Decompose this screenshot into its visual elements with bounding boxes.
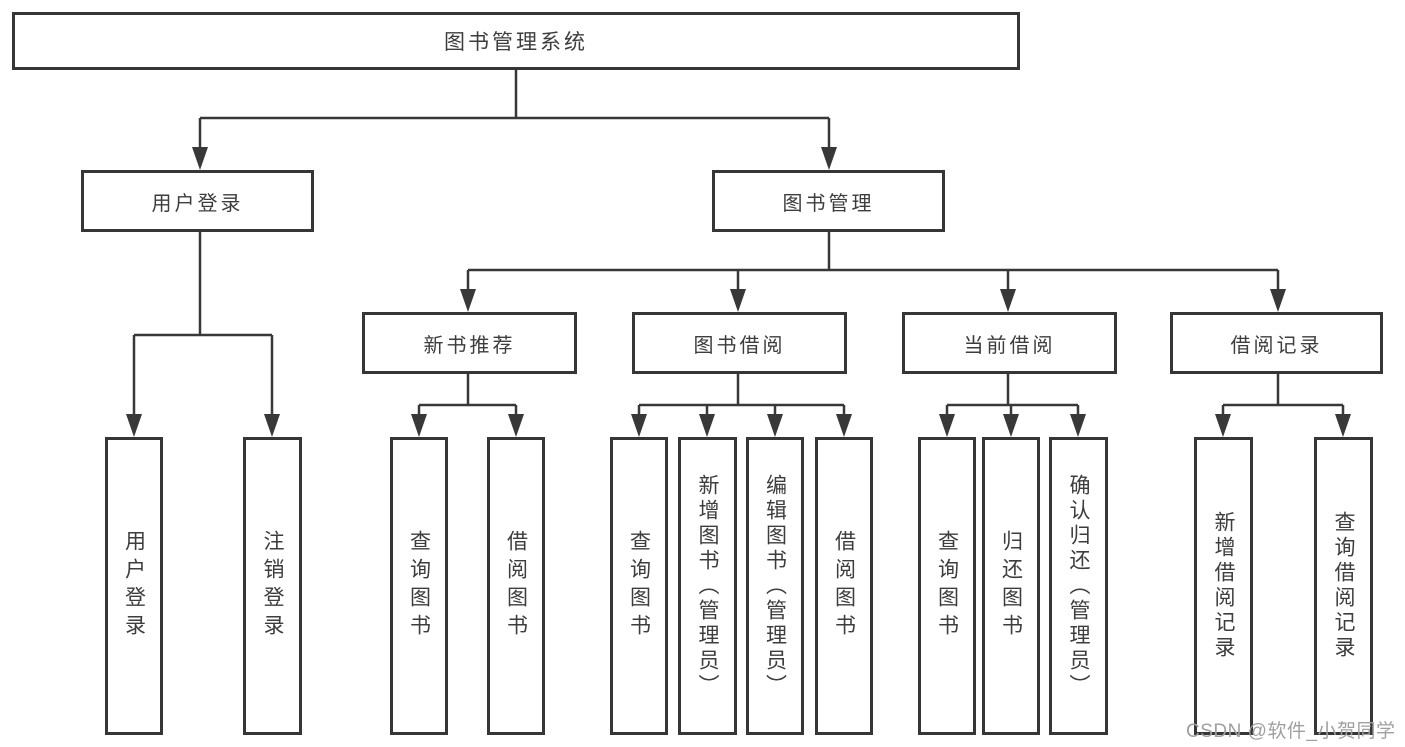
leaf-query-books-recommend: 查询图书 xyxy=(390,437,448,735)
leaf-user-login: 用户登录 xyxy=(105,437,163,735)
node-current-borrowing: 当前借阅 xyxy=(902,312,1117,374)
leaf-query-books-borrowing: 查询图书 xyxy=(610,437,668,735)
leaf-add-book-admin: 新增图书（管理员） xyxy=(678,437,737,735)
node-new-book-recommendation: 新书推荐 xyxy=(362,312,577,374)
leaf-edit-book-admin: 编辑图书（管理员） xyxy=(746,437,804,735)
csdn-watermark: CSDN @软件_小贺同学 xyxy=(1186,721,1396,742)
leaf-borrow-books-recommend: 借阅图书 xyxy=(487,437,545,735)
node-borrowing-records: 借阅记录 xyxy=(1170,312,1383,374)
leaf-query-borrow-record: 查询借阅记录 xyxy=(1314,437,1373,735)
leaf-return-book: 归还图书 xyxy=(982,437,1040,735)
leaf-logout: 注销登录 xyxy=(243,437,302,735)
leaf-query-books-current: 查询图书 xyxy=(918,437,976,735)
node-book-management: 图书管理 xyxy=(712,170,945,232)
node-library-system: 图书管理系统 xyxy=(12,12,1020,70)
leaf-confirm-return-admin: 确认归还（管理员） xyxy=(1049,437,1108,735)
node-book-borrowing: 图书借阅 xyxy=(632,312,847,374)
leaf-add-borrow-record: 新增借阅记录 xyxy=(1194,437,1253,735)
leaf-borrow-books-borrowing: 借阅图书 xyxy=(815,437,873,735)
node-user-login: 用户登录 xyxy=(81,170,314,232)
